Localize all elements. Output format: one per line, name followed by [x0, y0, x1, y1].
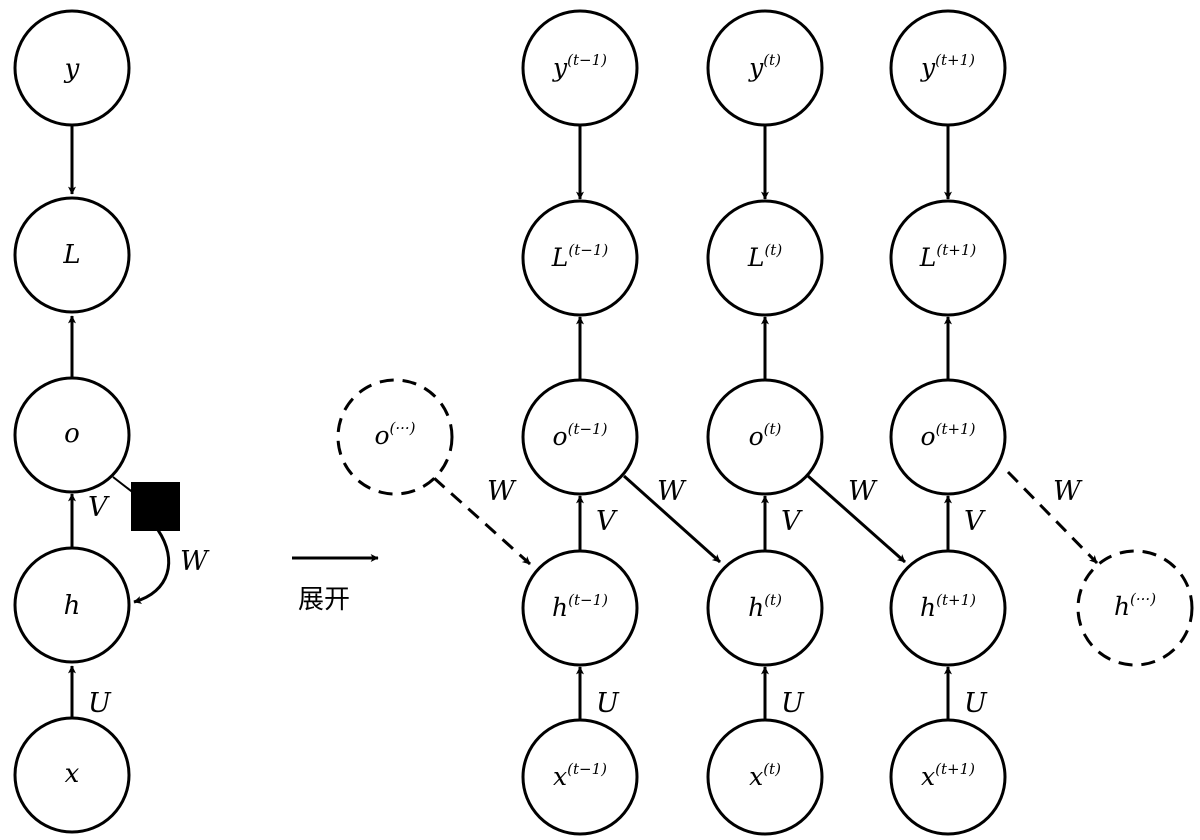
node-h-label-col2: h(t+1) [920, 591, 976, 622]
node-y-label-col2: y(t+1) [920, 51, 975, 82]
node-L: L [13, 196, 131, 314]
time-delay-square [131, 482, 180, 531]
node-h-label-col0: h(t−1) [552, 591, 608, 622]
node-L-col2: L(t+1) [889, 199, 1007, 317]
node-L-label-col2: L(t+1) [919, 241, 977, 272]
unfolded-graph: o(···) h(···) W W W W y(t−1) L(t−1) o(t−1)… [336, 9, 1194, 836]
node-y-col0: y(t−1) [521, 9, 639, 127]
time-step-column-1: y(t) L(t) o(t) h(t) x(t) V U [706, 9, 824, 836]
edge-o-t-to-h-t+1 [807, 474, 906, 564]
edge-label-V-col0: V [596, 506, 618, 537]
node-x-label: x [65, 759, 80, 789]
node-y-col1: y(t) [706, 9, 824, 127]
node-o-col2: o(t+1) [889, 378, 1007, 496]
node-h-col2: h(t+1) [889, 549, 1007, 667]
edge-label-U: U [88, 688, 112, 719]
edge-label-W-col0: W [657, 476, 687, 507]
node-x-col1: x(t) [706, 718, 824, 836]
unfold-label: 展开 [298, 585, 350, 615]
edge-label-V-col1: V [781, 506, 803, 537]
edge-label-W-col2: W [1053, 476, 1083, 507]
node-h-label: h [64, 591, 81, 621]
node-h-dashed: h(···) [1076, 549, 1194, 667]
folded-graph: y L o h x V W U [13, 9, 210, 834]
node-h-col0: h(t−1) [521, 549, 639, 667]
node-o-label: o [64, 419, 80, 449]
node-x-col2: x(t+1) [889, 718, 1007, 836]
time-step-columns: y(t−1) L(t−1) o(t−1) h(t−1) x(t−1) V Uy(t) L(t)… [521, 9, 1007, 836]
node-y-col2: y(t+1) [889, 9, 1007, 127]
node-y-label-col1: y(t) [748, 51, 781, 82]
time-step-column-2: y(t+1) L(t+1) o(t+1) h(t+1) x(t+1) V U [889, 9, 1007, 836]
node-o-label-col2: o(t+1) [921, 420, 976, 451]
unfold-arrow: 展开 [292, 554, 379, 615]
node-o-dashed-label: o(···) [374, 419, 415, 450]
node-h-dashed-label: h(···) [1114, 590, 1156, 621]
node-o-label-col0: o(t−1) [553, 420, 608, 451]
node-L-label: L [62, 240, 80, 270]
node-y-label-col0: y(t−1) [552, 51, 607, 82]
edge-o-t-1-to-h-t [622, 474, 722, 564]
edge-label-W-col1: W [848, 476, 878, 507]
node-x-col0: x(t−1) [521, 718, 639, 836]
node-h: h [13, 546, 131, 664]
node-L-col0: L(t−1) [521, 199, 639, 317]
edge-delay-to-h [133, 529, 171, 604]
edge-label-U-col1: U [781, 688, 805, 719]
node-y-label: y [64, 54, 80, 84]
edge-label-V: V [88, 492, 110, 523]
node-L-label-col1: L(t) [747, 241, 782, 272]
node-y: y [13, 9, 131, 127]
edge-dashed-in-W [432, 476, 532, 566]
node-L-label-col0: L(t−1) [551, 241, 609, 272]
node-x: x [13, 716, 131, 834]
edge-label-V-col2: V [964, 506, 986, 537]
node-x-label-col1: x(t) [749, 760, 781, 791]
node-o-dashed: o(···) [336, 378, 454, 496]
node-o-col0: o(t−1) [521, 378, 639, 496]
node-x-label-col2: x(t+1) [921, 760, 975, 791]
node-L-col1: L(t) [706, 199, 824, 317]
edge-label-U-col0: U [596, 688, 620, 719]
node-h-label-col1: h(t) [748, 591, 782, 622]
edge-label-U-col2: U [964, 688, 988, 719]
edge-label-W-in: W [487, 476, 517, 507]
edge-label-W: W [180, 546, 210, 577]
node-h-col1: h(t) [706, 549, 824, 667]
node-o-label-col1: o(t) [749, 420, 782, 451]
node-o-col1: o(t) [706, 378, 824, 496]
time-step-column-0: y(t−1) L(t−1) o(t−1) h(t−1) x(t−1) V U [521, 9, 639, 836]
node-o: o [13, 376, 131, 494]
node-x-label-col0: x(t−1) [553, 760, 607, 791]
